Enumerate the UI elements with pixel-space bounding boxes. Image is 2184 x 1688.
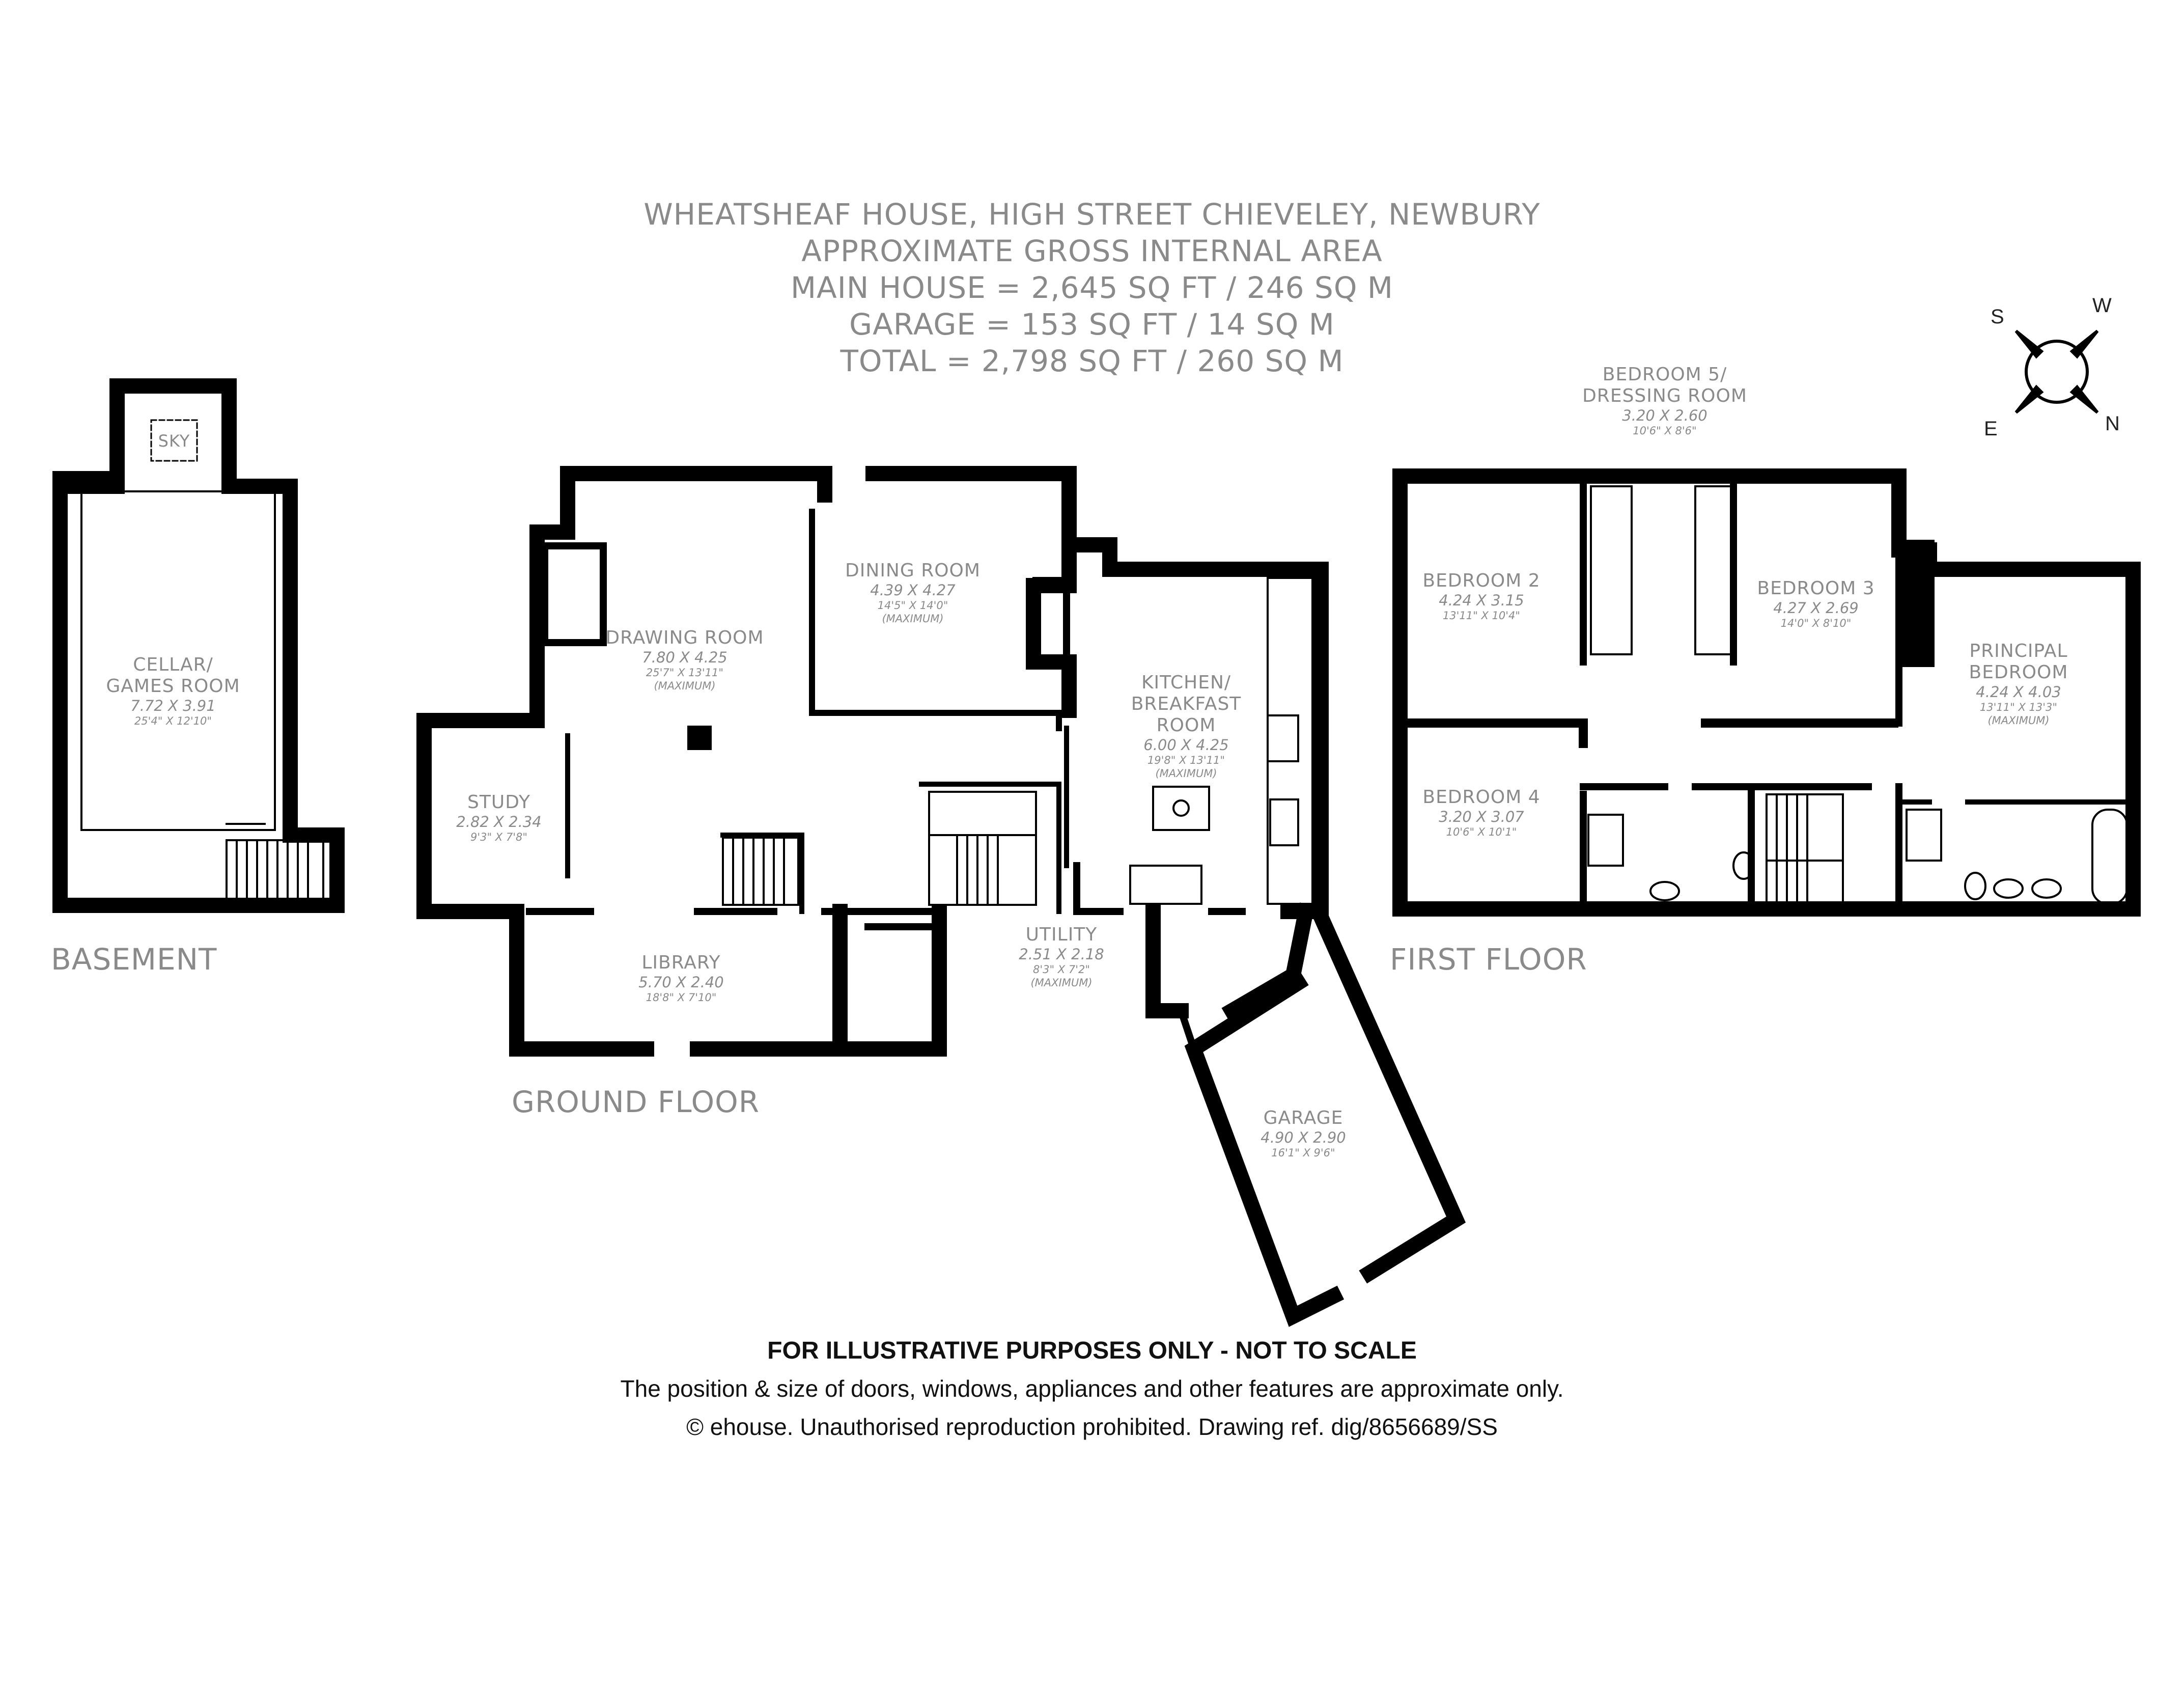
chimney-blocks: [541, 542, 1070, 663]
room-name: CELLAR/: [133, 654, 213, 675]
room-metric: 4.39 X 4.27: [870, 582, 956, 599]
plan-title: WHEATSHEAF HOUSE, HIGH STREET CHIEVELEY,…: [643, 197, 1541, 232]
room-imperial: 13'11" X 10'4": [1442, 610, 1521, 622]
room-metric: 4.90 X 2.90: [1261, 1129, 1346, 1146]
drawing-room-column: [687, 726, 712, 750]
area-subtitle: APPROXIMATE GROSS INTERNAL AREA: [801, 234, 1383, 268]
basement-label: BASEMENT: [51, 942, 217, 977]
room-metric: 4.24 X 4.03: [1976, 683, 2061, 701]
total-area: TOTAL = 2,798 SQ FT / 260 SQ M: [840, 344, 1344, 378]
room-imperial: 10'6" X 8'6": [1633, 425, 1697, 437]
room-note: (MAXIMUM): [1155, 767, 1217, 780]
room-name: DRAWING ROOM: [605, 627, 764, 648]
room-name: UTILITY: [1025, 924, 1098, 945]
room-name: BEDROOM 5/: [1602, 364, 1727, 385]
room-name: GARAGE: [1263, 1108, 1343, 1128]
room-bedroom4: BEDROOM 4 3.20 X 3.07 10'6" X 10'1": [1422, 787, 1540, 839]
compass-rose: [2014, 329, 2099, 414]
room-name: LIBRARY: [641, 952, 721, 973]
room-name: BEDROOM 2: [1422, 570, 1541, 591]
room-metric: 7.72 X 3.91: [130, 697, 216, 714]
room-metric: 2.51 X 2.18: [1019, 946, 1104, 963]
room-imperial: 25'4" X 12'10": [134, 715, 212, 727]
room-imperial: 19'8" X 13'11": [1147, 754, 1225, 766]
room-imperial: 10'6" X 10'1": [1446, 826, 1517, 838]
ground-stairs: [722, 791, 1037, 906]
compass-label-s: S: [1991, 306, 2004, 328]
room-drawing: DRAWING ROOM 7.80 X 4.25 25'7" X 13'11" …: [605, 627, 764, 693]
room-name: PRINCIPAL: [1969, 641, 2068, 661]
room-metric: 4.27 X 2.69: [1773, 599, 1859, 617]
utility-walls: [1145, 902, 1315, 1021]
room-name: ROOM: [1156, 715, 1216, 736]
compass-label-e: E: [1984, 418, 1998, 440]
room-garage: GARAGE 4.90 X 2.90 16'1" X 9'6": [1261, 1108, 1346, 1159]
room-note: (MAXIMUM): [654, 680, 716, 692]
room-library: LIBRARY 5.70 X 2.40 18'8" X 7'10": [638, 952, 723, 1004]
room-metric: 4.24 X 3.15: [1439, 592, 1524, 609]
basement-stairs: [226, 839, 324, 900]
basement-walls: [52, 378, 345, 913]
ground-floor-label: GROUND FLOOR: [512, 1085, 760, 1119]
chimney-first-floor: [1899, 540, 1935, 667]
compass-label-w: W: [2092, 294, 2112, 317]
room-name: BREAKFAST: [1131, 694, 1242, 714]
basement-inner: [80, 490, 276, 831]
room-imperial: 8'3" X 7'2": [1032, 963, 1090, 976]
disclaimer-text: The position & size of doors, windows, a…: [620, 1375, 1564, 1402]
room-bedroom3: BEDROOM 3 4.27 X 2.69 14'0" X 8'10": [1757, 578, 1874, 630]
room-dining: DINING ROOM 4.39 X 4.27 14'5" X 14'0" (M…: [845, 560, 981, 625]
room-name: DINING ROOM: [845, 560, 981, 581]
first-floor-label: FIRST FLOOR: [1390, 942, 1587, 977]
room-bedroom2: BEDROOM 2 4.24 X 3.15 13'11" X 10'4": [1422, 570, 1540, 622]
room-metric: 2.82 X 2.34: [456, 813, 542, 831]
room-metric: 3.20 X 2.60: [1622, 407, 1707, 424]
room-imperial: 16'1" X 9'6": [1271, 1147, 1335, 1159]
room-imperial: 9'3" X 7'8": [470, 831, 528, 843]
room-utility: UTILITY 2.51 X 2.18 8'3" X 7'2" (MAXIMUM…: [1019, 924, 1104, 989]
room-kitchen: KITCHEN/ BREAKFAST ROOM 6.00 X 4.25 19'8…: [1131, 672, 1242, 780]
ground-floor-walls: [416, 466, 1329, 1057]
room-metric: 6.00 X 4.25: [1143, 736, 1229, 754]
room-name: GAMES ROOM: [106, 676, 240, 697]
room-study: STUDY 2.82 X 2.34 9'3" X 7'8": [456, 792, 541, 844]
room-name: KITCHEN/: [1141, 672, 1231, 693]
garage-walls: [1177, 904, 1466, 1327]
compass-label-n: N: [2105, 412, 2120, 435]
main-house-area: MAIN HOUSE = 2,645 SQ FT / 246 SQ M: [791, 270, 1393, 305]
copyright-text: © ehouse. Unauthorised reproduction proh…: [686, 1414, 1498, 1440]
disclaimer-heading: FOR ILLUSTRATIVE PURPOSES ONLY - NOT TO …: [767, 1337, 1417, 1364]
room-name: BEDROOM 3: [1757, 578, 1875, 599]
room-bedroom5: BEDROOM 5/ DRESSING ROOM 3.20 X 2.60 10'…: [1582, 364, 1747, 437]
garage-area: GARAGE = 153 SQ FT / 14 SQ M: [849, 307, 1335, 342]
room-note: (MAXIMUM): [882, 613, 944, 625]
skylight-label: SKY: [158, 431, 190, 451]
room-imperial: 13'11" X 13'3": [1979, 701, 2058, 713]
room-metric: 5.70 X 2.40: [638, 974, 724, 991]
room-name: BEDROOM: [1969, 662, 2068, 683]
room-imperial: 14'0" X 8'10": [1780, 617, 1852, 629]
skylight: [150, 419, 198, 462]
room-imperial: 25'7" X 13'11": [646, 667, 724, 679]
room-principal: PRINCIPAL BEDROOM 4.24 X 4.03 13'11" X 1…: [1969, 641, 2068, 727]
room-name: BEDROOM 4: [1422, 787, 1541, 808]
first-floor-fittings: [1587, 485, 2128, 905]
room-note: (MAXIMUM): [1987, 714, 2050, 727]
room-metric: 3.20 X 3.07: [1439, 808, 1524, 825]
room-note: (MAXIMUM): [1030, 977, 1093, 989]
room-imperial: 14'5" X 14'0": [877, 599, 948, 612]
room-cellar: CELLAR/ GAMES ROOM 7.72 X 3.91 25'4" X 1…: [106, 654, 240, 728]
room-name: STUDY: [467, 792, 530, 813]
room-name: DRESSING ROOM: [1582, 385, 1747, 406]
room-metric: 7.80 X 4.25: [642, 649, 727, 666]
room-imperial: 18'8" X 7'10": [646, 991, 717, 1004]
